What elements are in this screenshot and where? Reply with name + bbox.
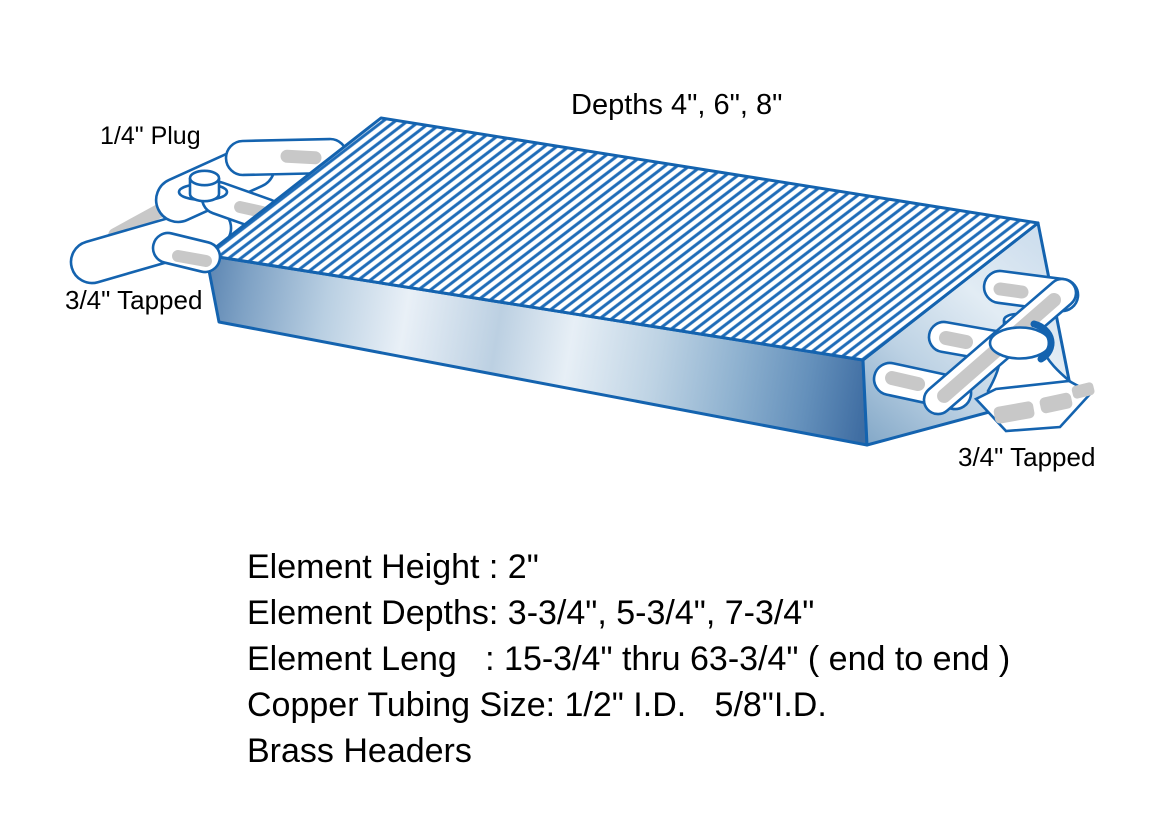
right-header-middle-tube-bore xyxy=(938,331,974,349)
fitting-collar-shadow-arc xyxy=(1030,320,1055,363)
left-header-top-tube-bore xyxy=(280,149,322,165)
left-header-front-tube xyxy=(151,231,222,274)
spec-list: Element Height : 2" Element Depths: 3-3/… xyxy=(247,544,1010,774)
hex-base-facet xyxy=(1071,382,1095,399)
label-depths: Depths 4", 6", 8" xyxy=(571,89,783,121)
right-header-assembly xyxy=(872,269,1095,433)
label-tapped-left: 3/4" Tapped xyxy=(65,285,203,315)
fitting-collar-ring xyxy=(988,326,1052,360)
left-header-bottom-tube-bore xyxy=(172,250,212,267)
right-header-bottom-tube-bore xyxy=(885,371,926,392)
spec-line-element-height: Element Height : 2" xyxy=(247,548,539,586)
plug-top-rim xyxy=(188,169,221,187)
spec-line-element-length: Element Leng : 15-3/4" thru 63-3/4" ( en… xyxy=(247,640,1011,678)
spec-line-copper-tubing: Copper Tubing Size: 1/2" I.D. 5/8"I.D. xyxy=(247,686,827,724)
left-header-assembly xyxy=(69,137,349,285)
hex-base-facet xyxy=(993,401,1035,424)
hex-base-facet xyxy=(1039,392,1073,414)
label-tapped-right: 3/4" Tapped xyxy=(958,442,1096,472)
element-top-face-fins xyxy=(204,116,1040,362)
spec-line-element-depths: Element Depths: 3-3/4", 5-3/4", 7-3/4" xyxy=(247,594,815,632)
spec-line-brass-headers: Brass Headers xyxy=(247,732,472,770)
label-quarter-plug: 1/4" Plug xyxy=(100,122,201,150)
left-header-elbow-tube xyxy=(69,205,233,285)
right-header-top-tube-bore xyxy=(993,282,1029,299)
